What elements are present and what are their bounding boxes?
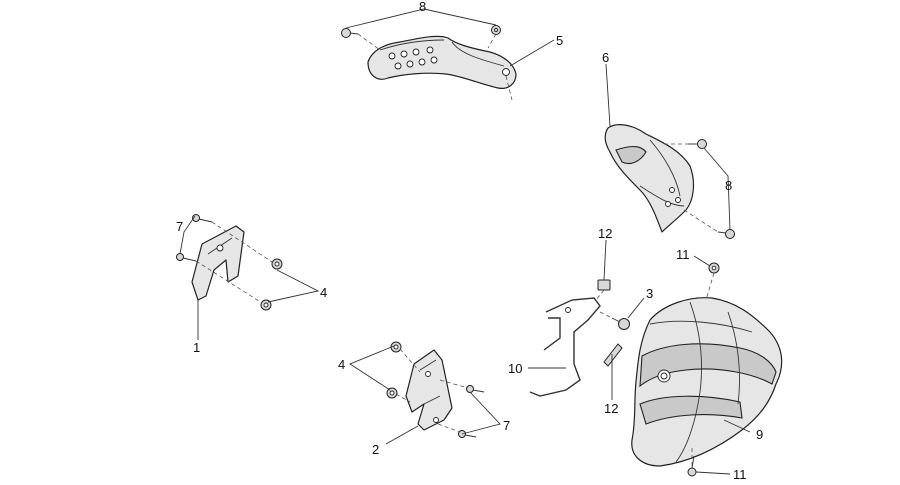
- nut-4-lower-top: [390, 341, 402, 353]
- screw-8-right-bottom: [717, 229, 735, 239]
- nut-4-left-top: [271, 258, 283, 270]
- part-6-side-cover: [604, 124, 695, 233]
- screw-7-lower-top: [466, 385, 485, 393]
- callout-6: 6: [602, 50, 609, 65]
- screw-8-top-right: [491, 25, 501, 35]
- callout-10: 10: [508, 361, 522, 376]
- callout-7-left: 7: [176, 219, 183, 234]
- screw-3: [611, 317, 630, 330]
- nut-4-lower-bottom: [386, 387, 398, 399]
- callout-7-lower: 7: [503, 418, 510, 433]
- nut-4-left-bottom: [260, 299, 272, 311]
- callout-4-left: 4: [320, 285, 327, 300]
- part-10-support-bracket: [529, 297, 601, 397]
- screw-8-top-left: [341, 28, 359, 38]
- callout-12-lower: 12: [604, 401, 618, 416]
- part-1-bracket: [191, 225, 245, 301]
- clip-12-upper: [597, 279, 611, 291]
- callout-2: 2: [372, 442, 379, 457]
- part-9-main-guard: [631, 297, 783, 467]
- leader-lines: [179, 8, 751, 475]
- callout-8-right: 8: [725, 178, 732, 193]
- part-5-upper-cover: [367, 35, 517, 89]
- callout-4-lower: 4: [338, 357, 345, 372]
- callout-12-upper: 12: [598, 226, 612, 241]
- part-2-bracket: [405, 349, 453, 431]
- callout-1: 1: [193, 340, 200, 355]
- callout-11-upper: 11: [676, 247, 690, 262]
- screw-7-left-top: [192, 214, 213, 223]
- screw-7-lower-bottom: [458, 430, 477, 438]
- callout-3: 3: [646, 286, 653, 301]
- alignment-lines: [195, 33, 719, 466]
- screw-8-right-top: [688, 139, 707, 149]
- callout-labels: 8 5 6 8 7 12 11 4 3 1 4 10 12 7 9 2 11: [176, 0, 763, 482]
- washer-11-upper: [708, 262, 720, 274]
- callout-9: 9: [756, 427, 763, 442]
- callout-11-lower: 11: [733, 467, 747, 482]
- callout-5: 5: [556, 33, 563, 48]
- callout-8-top: 8: [419, 0, 426, 14]
- screw-7-left-bottom: [176, 253, 197, 262]
- clip-12-lower: [603, 343, 623, 367]
